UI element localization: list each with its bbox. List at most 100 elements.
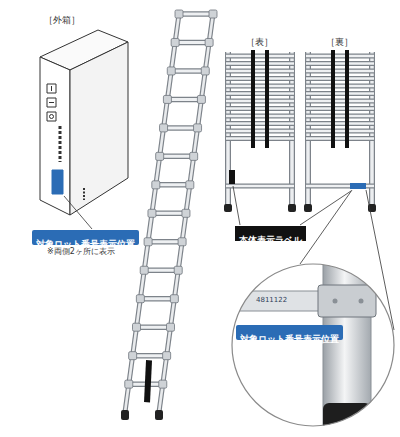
ladder-back-view	[304, 204, 312, 212]
ladder	[167, 98, 201, 101]
ladder-back-view	[305, 138, 375, 139]
ladder	[167, 67, 209, 75]
callout-box: 対象ロット番号表示位置	[236, 325, 343, 340]
ladder-back-view	[306, 77, 374, 80]
outer-box	[83, 188, 85, 200]
ladder	[178, 238, 186, 246]
ladder-back-view	[306, 115, 374, 118]
ladder-back-view	[345, 50, 349, 148]
ladder-back-view	[331, 50, 335, 148]
ladder-back-view	[306, 55, 374, 58]
heading-label: ［裏］	[326, 37, 353, 48]
lot-number: 4811122	[255, 296, 288, 304]
ladder	[136, 295, 178, 303]
ladder-front-view	[225, 54, 295, 59]
note-text: ※両側2ヶ所に表示	[47, 247, 115, 257]
ladder	[171, 69, 205, 72]
ladder	[140, 297, 174, 300]
ladder-back-view	[305, 136, 375, 141]
ladder	[137, 324, 171, 330]
ladder-front-view	[225, 106, 295, 111]
ladder-back-view	[306, 122, 374, 125]
ladder	[133, 323, 175, 331]
callout-text: 対象ロット番号表示位置	[240, 334, 339, 345]
zoom-outline	[323, 403, 371, 427]
ladder	[171, 38, 179, 46]
ladder-front-view	[288, 204, 296, 212]
ladder-back-view	[305, 99, 375, 104]
ladder	[129, 352, 137, 360]
ladder-back-view	[305, 114, 375, 119]
ladder	[163, 95, 205, 103]
ladder-back-view	[306, 137, 374, 140]
ladder-back-view	[305, 76, 375, 81]
ladder-front-view	[226, 107, 294, 110]
zoom-outline	[359, 299, 364, 304]
ladder-front-view	[226, 92, 294, 95]
zoom-outline	[318, 285, 376, 317]
ladder	[144, 238, 152, 246]
ladder	[133, 323, 141, 331]
ladder	[140, 266, 182, 274]
ladder-front-view	[225, 101, 295, 102]
ladder-back-view	[306, 85, 374, 88]
zoom-outline	[232, 264, 394, 426]
ladder	[152, 212, 186, 215]
ladder-back-view	[305, 54, 375, 59]
ladder	[164, 126, 198, 129]
ladder	[160, 154, 194, 160]
outer-box	[47, 112, 56, 121]
ladder-back-view	[305, 129, 375, 134]
ladder	[163, 95, 171, 103]
ladder	[125, 380, 133, 388]
ladder	[201, 67, 209, 75]
ladder	[160, 124, 202, 132]
ladder	[148, 239, 182, 245]
ladder-front-view	[225, 69, 295, 74]
ladder-back-view	[305, 184, 375, 189]
outer-box	[51, 86, 52, 91]
ladder	[140, 266, 148, 274]
ladder	[164, 125, 198, 131]
ladder-back-view	[306, 130, 374, 133]
ladder	[152, 181, 194, 189]
ladder	[175, 41, 209, 44]
ladder	[156, 183, 190, 186]
ladder-front-view	[225, 76, 295, 81]
ladder	[121, 410, 129, 420]
ladder	[171, 68, 205, 74]
ladder	[175, 40, 209, 46]
ladder	[156, 152, 164, 160]
ladder	[182, 209, 190, 217]
ladder-back-view	[305, 121, 375, 126]
ladder-front-view	[224, 50, 296, 212]
ladder-front-view	[225, 114, 295, 119]
outer-box	[47, 84, 56, 93]
ladder	[175, 10, 217, 18]
ladder-front-view	[226, 185, 294, 188]
ladder	[163, 352, 171, 360]
zoom-outline	[231, 263, 376, 427]
ladder-front-view	[226, 115, 294, 118]
ladder	[170, 295, 178, 303]
ladder	[137, 326, 171, 329]
ladder-front-view	[225, 56, 295, 57]
ladder	[179, 11, 213, 17]
ladder	[179, 13, 213, 16]
ladder	[133, 353, 167, 359]
ladder	[129, 352, 171, 360]
leader-line	[233, 186, 240, 225]
ladder-back-view	[306, 92, 374, 95]
ladder	[197, 95, 205, 103]
label-mark	[229, 170, 235, 184]
ladder-front-view	[225, 93, 295, 94]
heading-label: ［外箱］	[44, 15, 80, 26]
ladder	[148, 209, 156, 217]
lot-mark	[350, 183, 366, 189]
ladder-front-view	[225, 61, 295, 66]
ladder	[152, 211, 186, 217]
ladder-front-view	[225, 63, 295, 64]
ladder-back-view	[305, 84, 375, 89]
ladder	[148, 240, 182, 243]
ladder	[144, 268, 178, 274]
